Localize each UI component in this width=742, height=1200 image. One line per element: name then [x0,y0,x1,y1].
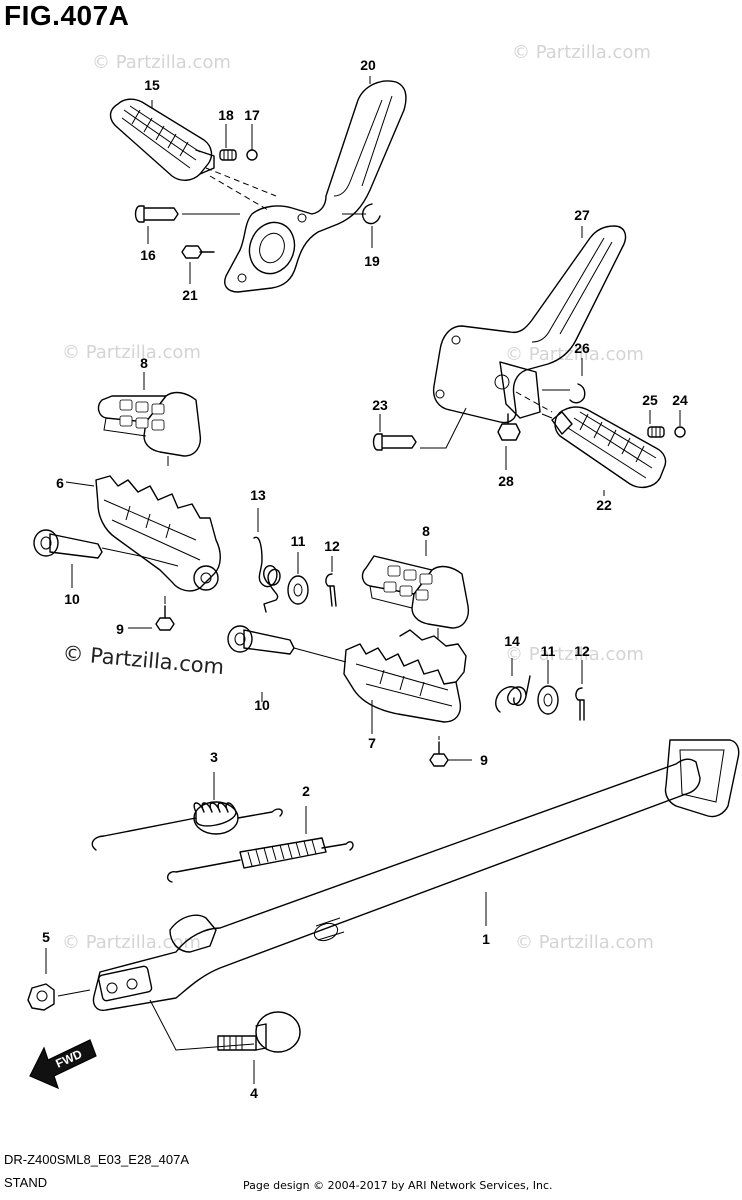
copyright-notice: Page design © 2004-2017 by ARI Network S… [243,1179,553,1192]
cotter-pin-12-right [575,687,585,721]
washer-11-right [537,685,559,715]
callout-24: 24 [672,392,688,408]
leader-lines-right-footrest [261,540,583,761]
footrest-7 [343,629,467,723]
watermark-prominent: © Partzilla.com [62,641,226,679]
washer-11-left [287,575,309,605]
callout-numbers: 1 2 3 4 5 6 7 8 8 9 9 10 10 11 11 12 12 … [42,57,688,1101]
section-name: STAND [4,1175,48,1190]
leader-lines-upper [147,76,373,284]
callout-10-left: 10 [64,591,80,607]
callout-21: 21 [182,287,198,303]
callout-26: 26 [574,340,590,356]
callout-6: 6 [56,475,64,491]
pin-10-right [227,625,295,655]
figure-title: FIG.407A [4,0,130,31]
callout-22: 22 [596,497,612,513]
pin-10-left [33,529,103,559]
watermark: © Partzilla.com [505,344,644,365]
side-stand-1 [92,739,740,1011]
cotter-pin-12-left [325,573,337,607]
callout-25: 25 [642,392,658,408]
footrest-rubber-8-upper [97,391,202,466]
callout-13: 13 [250,487,266,503]
bolt-9-left [155,605,175,631]
watermarks: © Partzilla.com © Partzilla.com © Partzi… [62,42,654,953]
callout-8-lower: 8 [422,523,430,539]
fwd-direction-arrow: FWD [29,1039,97,1090]
callout-2: 2 [302,783,310,799]
callout-7: 7 [368,735,376,751]
callout-20: 20 [360,57,376,73]
callout-27: 27 [574,207,590,223]
spring-14 [495,675,531,713]
callout-11-right: 11 [541,643,556,659]
callout-4: 4 [250,1085,258,1101]
leader-lines-stand [45,892,487,1084]
watermark: © Partzilla.com [62,932,201,953]
leader-lines-right [379,226,681,496]
watermark: © Partzilla.com [92,52,231,73]
callout-12-right: 12 [574,643,590,659]
callout-23: 23 [372,397,388,413]
callout-11-left: 11 [291,533,306,549]
footpeg-15 [109,98,215,181]
callout-19: 19 [364,253,380,269]
callout-15: 15 [144,77,160,93]
watermark: © Partzilla.com [62,342,201,363]
callout-5: 5 [42,929,50,945]
spring-3 [91,801,283,851]
rear-footrest-bracket-right [432,225,627,424]
footpeg-22 [551,406,667,489]
nut-5 [27,983,55,1011]
small-parts-right [372,413,686,451]
callout-12-left: 12 [324,538,340,554]
callout-17: 17 [244,107,260,123]
callout-8-upper: 8 [140,355,148,371]
callout-28: 28 [498,473,514,489]
footrest-rubber-8-lower [361,555,470,640]
spring-13 [253,536,281,613]
callout-1: 1 [482,931,490,947]
callout-14: 14 [504,633,520,649]
callout-3: 3 [210,749,218,765]
callout-10-right: 10 [254,697,270,713]
callout-9-left: 9 [116,621,124,637]
footrest-6 [95,475,221,592]
spring-2 [166,837,354,883]
callout-9-right: 9 [480,752,488,768]
callout-16: 16 [140,247,156,263]
watermark: © Partzilla.com [505,644,644,665]
leader-lines-springs [213,772,307,834]
model-code: DR-Z400SML8_E03_E28_407A [4,1152,190,1167]
leader-lines-left-footrest [65,372,333,629]
rear-footrest-bracket-left [224,80,407,293]
watermark: © Partzilla.com [515,932,654,953]
bolt-4 [217,1011,301,1053]
watermark: © Partzilla.com [512,42,651,63]
small-parts-upper [134,149,381,259]
callout-18: 18 [218,107,234,123]
bolt-9-right [429,741,449,767]
